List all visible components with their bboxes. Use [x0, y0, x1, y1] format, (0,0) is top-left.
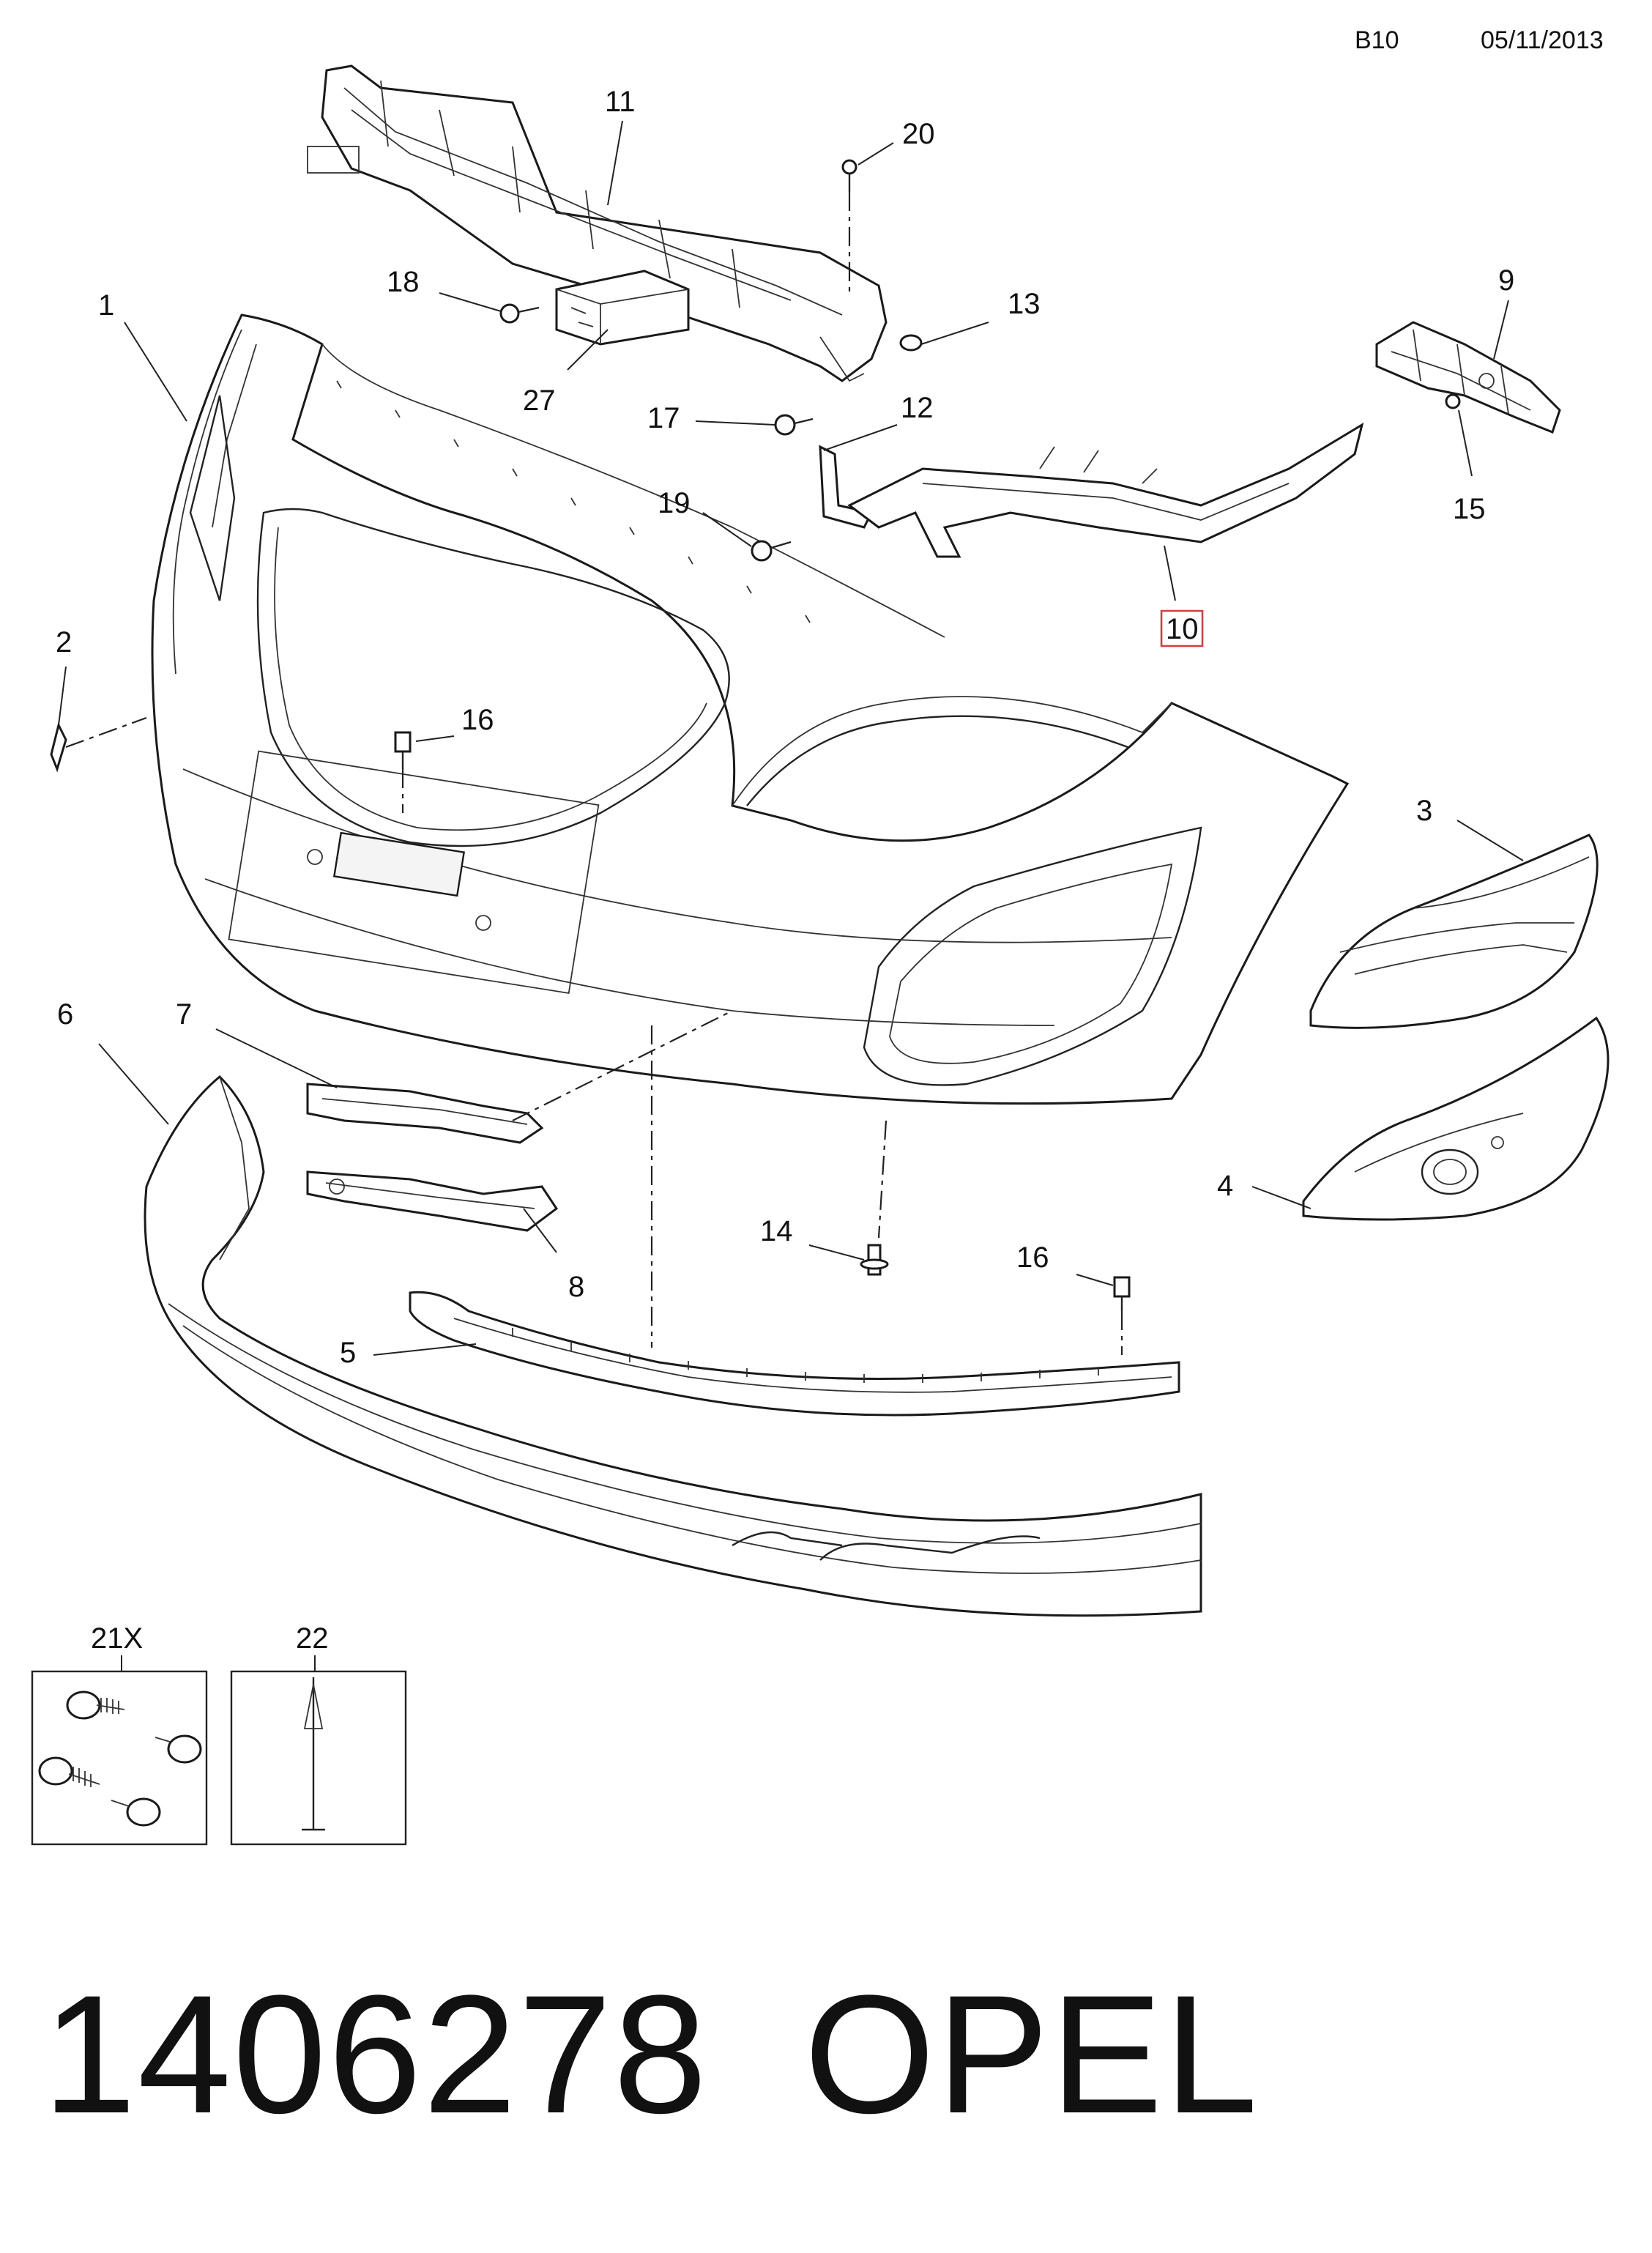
brand-name: OPEL: [804, 1960, 1260, 2148]
callout-15: 15: [1453, 493, 1486, 525]
callout-7: 7: [176, 998, 192, 1031]
screw-icon: [66, 1690, 125, 1720]
callout-17: 17: [647, 402, 680, 434]
callout-27: 27: [523, 385, 556, 417]
leader-lines: [58, 120, 1524, 1671]
callout-labels: 1 2 3 4 5 6 7 8 9 10 11 12 13 14 15 16 1…: [56, 86, 1514, 1655]
callout-8: 8: [568, 1271, 584, 1303]
part-27-clip-box: [555, 270, 690, 346]
callout-21x: 21X: [91, 1622, 143, 1655]
inset-21x-screws: [31, 1670, 208, 1846]
callout-18: 18: [387, 266, 420, 298]
part-9-right-bracket: [1375, 321, 1561, 434]
part-5-lower-strip: [409, 1291, 1180, 1417]
fasteners: [50, 159, 1461, 1311]
screw-icon: [38, 1756, 100, 1787]
highlight-box-10: [1160, 609, 1204, 647]
callout-6: 6: [57, 998, 73, 1031]
part-8-left-lower-strip: [306, 1170, 559, 1232]
callout-14: 14: [760, 1215, 793, 1247]
sheet-code: B10: [1355, 26, 1399, 54]
callout-12: 12: [901, 392, 934, 424]
callout-9: 9: [1498, 264, 1514, 297]
part-11-upper-bracket: [307, 64, 888, 382]
part-number: 1406278: [42, 1960, 709, 2148]
part-6-lower-apron: [144, 1074, 1202, 1617]
screw-icon: [111, 1797, 161, 1827]
callout-11: 11: [605, 86, 636, 118]
screw-icon: [155, 1734, 202, 1764]
assembly-lines: [65, 192, 1123, 1355]
callout-20: 20: [902, 118, 935, 150]
callout-10: 10: [1166, 613, 1199, 645]
callout-22: 22: [296, 1622, 329, 1655]
callout-16-lower: 16: [1016, 1241, 1049, 1274]
part-10-side-bracket: [847, 422, 1364, 558]
callout-1: 1: [98, 289, 114, 322]
part-4-fog-bezel: [1302, 1016, 1610, 1221]
callout-3: 3: [1416, 795, 1432, 827]
inset-22-cable-tie: [230, 1670, 407, 1846]
diagram-date: 05/11/2013: [1481, 26, 1604, 54]
callout-5: 5: [340, 1337, 356, 1369]
part-7-left-strip: [306, 1083, 544, 1144]
part-3-upper-insert: [1309, 834, 1599, 1029]
callout-4: 4: [1217, 1170, 1233, 1202]
part-1-bumper-cover: [151, 313, 1350, 1105]
cable-tie-icon: [302, 1677, 325, 1831]
callout-16-upper: 16: [461, 704, 494, 736]
callout-13: 13: [1008, 288, 1041, 320]
callout-19: 19: [658, 487, 691, 519]
callout-2: 2: [56, 626, 72, 658]
